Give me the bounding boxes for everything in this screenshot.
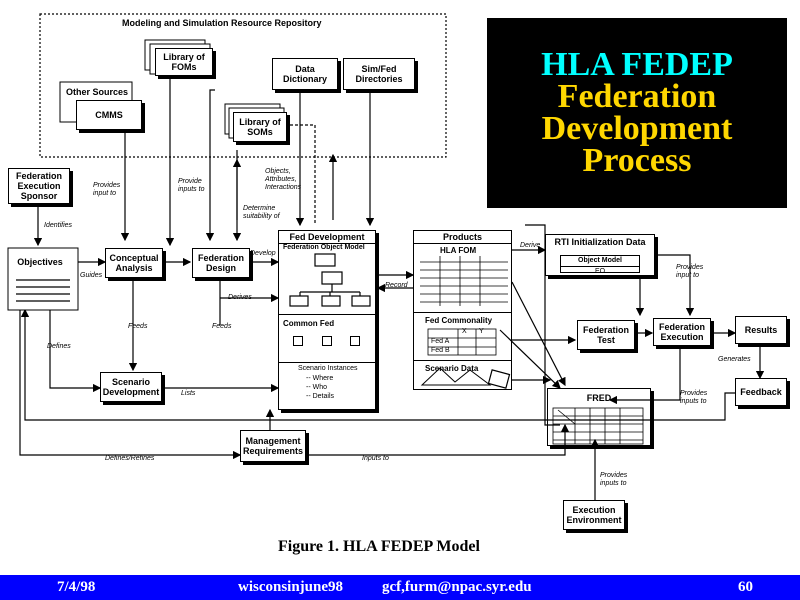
fedep-diagram: Modeling and Simulation Resource Reposit… — [7, 13, 787, 555]
title-line-4: Process — [582, 142, 692, 179]
fed-commonality-label: Fed Commonality — [425, 316, 493, 325]
figure-caption: Figure 1. HLA FEDEP Model — [278, 538, 480, 555]
federation-execution: Federation Execution — [653, 318, 711, 346]
products: Products — [413, 230, 512, 390]
hla-fom-label: HLA FOM — [440, 246, 477, 255]
rti-initialization-data-title: RTI Initialization Data — [554, 237, 646, 247]
scenario-details: -- Details — [306, 393, 335, 400]
edge-label-provides-inputs-4: Provides inputs to — [600, 472, 628, 487]
scenario-data-label: Scenario Data — [425, 364, 479, 373]
fed-commonality-col-y: Y — [479, 328, 484, 335]
edge-label-identifies: Identifies — [44, 222, 73, 229]
title-line-3: Development — [541, 110, 733, 147]
edge-label-provides-input: Provides input to — [93, 182, 121, 197]
management-requirements: Management Requirements — [240, 430, 306, 462]
rti-initialization-data: RTI Initialization Data — [545, 234, 655, 276]
edge-label-feeds-1: Feeds — [128, 323, 148, 330]
object-model-table: Object Model EO — [560, 255, 640, 275]
repository-border — [39, 13, 447, 158]
edge-label-defines: Defines — [47, 343, 71, 350]
edge-label-derives: Derives — [228, 294, 252, 301]
objectives: Objectives — [17, 257, 63, 267]
fed-dev-divider-2 — [278, 362, 376, 363]
common-fed-box-2 — [322, 336, 332, 346]
federation-design: Federation Design — [192, 248, 250, 278]
fred-title: FRED — [586, 393, 612, 403]
scenario-where: -- Where — [306, 375, 334, 382]
fed-commonality-row-a: Fed A — [431, 338, 450, 345]
edge-label-inputs-to: Inputs to — [362, 455, 389, 462]
cmms: CMMS — [76, 100, 142, 130]
fed-development-title: Fed Development — [279, 231, 375, 244]
eo-label: EO — [594, 268, 606, 275]
common-fed-label: Common Fed — [283, 319, 335, 328]
edge-label-provides-inputs-3: Provides inputs to — [680, 390, 708, 405]
federation-test: Federation Test — [577, 320, 635, 350]
library-of-foms: Library of FOMs — [155, 48, 213, 76]
common-fed-box-1 — [293, 336, 303, 346]
edge-label-develop: Develop — [250, 250, 276, 257]
fed-dev-divider-1 — [278, 314, 376, 315]
edge-label-feeds-2: Feeds — [212, 323, 232, 330]
footer-page-number: 60 — [738, 579, 753, 595]
feedback: Feedback — [735, 378, 787, 406]
products-divider-2 — [413, 360, 512, 361]
products-divider-1 — [413, 312, 512, 313]
repository-label: Modeling and Simulation Resource Reposit… — [122, 18, 322, 28]
library-of-soms: Library of SOMs — [233, 112, 287, 142]
sim-fed-directories: Sim/Fed Directories — [343, 58, 415, 90]
edge-label-guides: Guides — [80, 272, 103, 279]
edge-label-defines-refines: Defines/Refines — [105, 455, 155, 462]
conceptual-analysis: Conceptual Analysis — [105, 248, 163, 278]
title-line-2: Federation — [557, 78, 717, 115]
fred: FRED — [547, 388, 651, 446]
footer-date: 7/4/98 — [57, 579, 96, 595]
edge-label-objects-attributes: Objects, Attributes, Interactions — [265, 168, 302, 191]
footer-bar: 7/4/98 wisconsinjune98 gcf,furm@npac.syr… — [0, 575, 800, 600]
fed-development: Fed Development — [278, 230, 376, 410]
common-fed-box-3 — [350, 336, 360, 346]
edge-label-provides-input-2: Provides input to — [676, 264, 704, 279]
results: Results — [735, 316, 787, 344]
edge-label-lists: Lists — [181, 390, 196, 397]
edge-label-determine-suitability: Determine suitability of — [243, 205, 280, 220]
federation-object-model-label: Federation Object Model — [283, 244, 365, 251]
execution-environment: Execution Environment — [563, 500, 625, 530]
fed-commonality-col-x: X — [462, 328, 467, 335]
data-dictionary: Data Dictionary — [272, 58, 338, 90]
footer-email: gcf,furm@npac.syr.edu — [382, 579, 532, 595]
federation-execution-sponsor: Federation Execution Sponsor — [8, 168, 70, 204]
scenario-instances-label: Scenario Instances — [298, 365, 358, 372]
title-line-1: HLA FEDEP — [541, 46, 733, 83]
edge-label-derive: Derive — [520, 242, 541, 249]
products-title: Products — [414, 231, 511, 244]
other-sources: Other Sources — [65, 87, 129, 97]
edge-label-provide-inputs: Provide inputs to — [178, 178, 205, 193]
fed-commonality-row-b: Fed B — [431, 347, 450, 354]
edge-label-generates: Generates — [718, 356, 751, 363]
object-model-label: Object Model — [561, 256, 639, 267]
edge-label-record: Record — [385, 282, 408, 289]
footer-source: wisconsinjune98 — [238, 579, 344, 595]
title-block: HLA FEDEP Federation Development Process — [487, 18, 787, 208]
scenario-who: -- Who — [306, 384, 327, 391]
scenario-development: Scenario Development — [100, 372, 162, 402]
